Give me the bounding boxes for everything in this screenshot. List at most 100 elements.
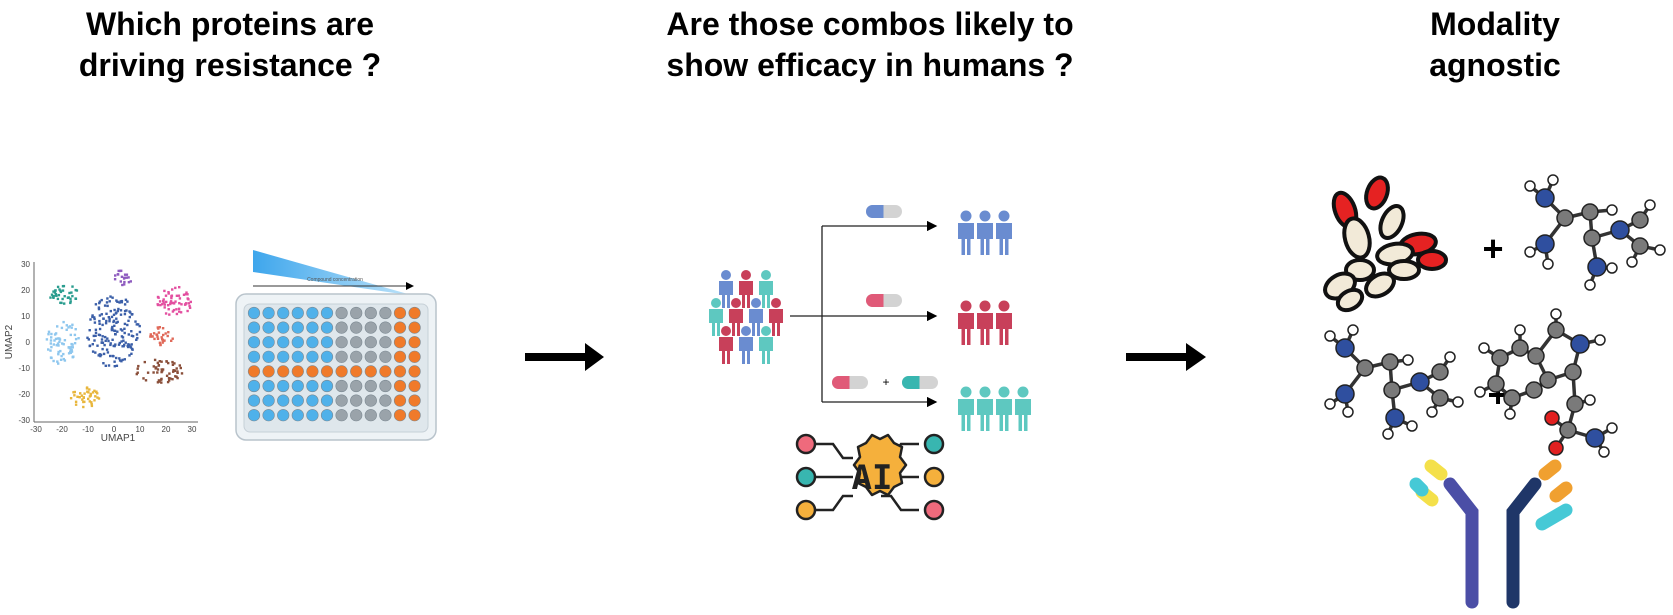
- umap-point: [88, 388, 91, 391]
- umap-point: [104, 339, 107, 342]
- umap-point: [94, 303, 98, 306]
- umap-point: [113, 278, 117, 281]
- umap-point: [53, 339, 56, 342]
- plate-well: [262, 350, 275, 363]
- umap-point: [116, 273, 120, 276]
- plate-well: [379, 336, 392, 349]
- molecule-atom: [1474, 386, 1486, 398]
- umap-point: [93, 389, 96, 392]
- molecule-atom: [1564, 363, 1582, 381]
- molecule-atom: [1598, 446, 1610, 458]
- umap-point: [171, 378, 174, 381]
- umap-point: [94, 334, 97, 337]
- umap-point: [184, 293, 188, 296]
- umap-point: [73, 390, 76, 394]
- umap-point: [63, 339, 67, 342]
- umap-point: [187, 302, 191, 305]
- umap-point: [130, 330, 133, 333]
- molecule-atom: [1524, 246, 1536, 258]
- molecule-atom: [1542, 258, 1554, 270]
- umap-y-tick: -10: [18, 364, 30, 373]
- umap-ylabel: UMAP2: [4, 324, 15, 359]
- umap-point: [109, 343, 112, 347]
- umap-point: [156, 371, 159, 374]
- umap-point: [53, 291, 57, 294]
- umap-point: [81, 398, 84, 401]
- well-plate-figure: Compound concentration: [235, 250, 437, 441]
- umap-point: [68, 291, 71, 295]
- umap-point: [69, 350, 72, 353]
- molecule-atom: [1503, 389, 1521, 407]
- molecule-atom: [1324, 398, 1336, 410]
- umap-point: [109, 309, 112, 313]
- pill-combo-icon: +: [832, 375, 938, 389]
- umap-point: [45, 338, 49, 341]
- umap-point: [90, 404, 94, 408]
- umap-point: [163, 306, 166, 309]
- plate-well: [320, 365, 334, 378]
- umap-point: [96, 396, 99, 399]
- umap-point: [93, 321, 97, 324]
- umap-point: [130, 343, 133, 346]
- plate-well: [320, 350, 334, 363]
- plate-well: [393, 409, 407, 422]
- umap-point: [78, 396, 81, 399]
- umap-point: [126, 300, 129, 303]
- umap-point: [152, 332, 156, 335]
- umap-point: [49, 349, 52, 352]
- outcome-group-blue: [958, 210, 1012, 255]
- umap-point: [109, 342, 112, 345]
- umap-point: [127, 333, 130, 336]
- plate-well: [350, 394, 363, 407]
- umap-point: [175, 294, 179, 297]
- umap-point: [155, 333, 159, 336]
- plate-well: [247, 379, 261, 393]
- plate-well: [291, 379, 304, 393]
- plate-well: [262, 321, 275, 334]
- molecule-atom: [1606, 262, 1618, 274]
- heading-line: agnostic: [1429, 47, 1561, 83]
- umap-point: [82, 405, 85, 409]
- umap-point: [135, 323, 138, 326]
- umap-point: [152, 371, 155, 374]
- umap-point: [138, 330, 142, 334]
- molecule-atom: [1444, 351, 1456, 363]
- umap-point: [123, 358, 126, 361]
- plate-well: [408, 350, 421, 363]
- umap-point: [175, 308, 178, 311]
- umap-point: [109, 354, 112, 358]
- umap-point: [61, 289, 65, 292]
- pill-blue-icon: [866, 205, 902, 218]
- umap-point: [56, 297, 60, 301]
- umap-point: [164, 294, 168, 297]
- umap-point: [162, 299, 165, 303]
- umap-point: [47, 333, 50, 336]
- umap-point: [120, 269, 123, 272]
- umap-point: [119, 328, 123, 331]
- umap-point: [113, 324, 116, 327]
- umap-point: [99, 353, 103, 356]
- umap-point: [94, 395, 97, 398]
- molecule-atom: [1356, 359, 1374, 377]
- plate-well: [291, 336, 304, 349]
- umap-point: [107, 339, 110, 343]
- umap-point: [127, 343, 131, 347]
- umap-point: [120, 340, 123, 343]
- umap-point: [104, 364, 107, 367]
- umap-point: [156, 295, 160, 299]
- umap-point: [52, 343, 55, 346]
- umap-point: [106, 297, 109, 300]
- molecule-atom: [1535, 234, 1555, 254]
- umap-point: [67, 352, 71, 355]
- umap-point: [66, 296, 70, 299]
- outcome-group-teal: [958, 386, 1031, 431]
- umap-point: [103, 343, 106, 347]
- umap-y-tick: 30: [21, 260, 30, 269]
- umap-point: [178, 286, 181, 289]
- umap-point: [121, 345, 124, 348]
- umap-point: [59, 349, 62, 353]
- umap-point: [70, 350, 74, 353]
- umap-point: [98, 353, 101, 356]
- umap-point: [120, 335, 124, 338]
- heading-line: show efficacy in humans ?: [666, 47, 1074, 83]
